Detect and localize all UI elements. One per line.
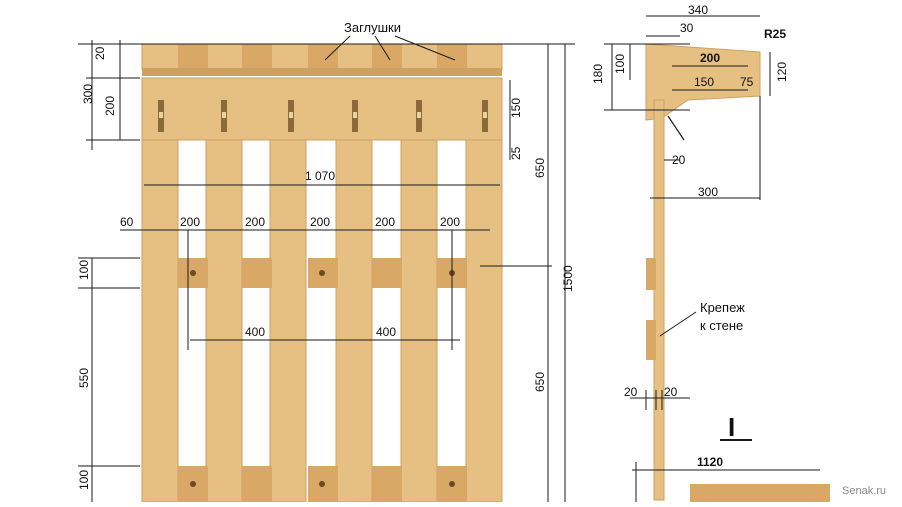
cap-block (178, 44, 208, 70)
front-dimension-lines (78, 40, 575, 502)
dim-top-20: 20 (93, 46, 107, 60)
bottom-blocks (178, 466, 467, 502)
slat (335, 139, 373, 503)
dim-side-100: 100 (613, 54, 627, 74)
top-beam (141, 43, 503, 76)
coat-hook-icon (158, 100, 164, 132)
section-mark: I (728, 412, 735, 442)
dim-left-300: 300 (81, 84, 95, 104)
dim-right-150: 150 (509, 98, 523, 118)
slat (465, 139, 503, 503)
caps-label: Заглушки (344, 20, 401, 35)
cap-block (242, 44, 272, 70)
dim-left-100-a: 100 (77, 260, 91, 280)
dim-side-20-c: 20 (664, 385, 678, 399)
shelf-bracket (645, 43, 761, 121)
dim-side-120: 120 (775, 62, 789, 82)
dim-side-75: 75 (740, 75, 754, 89)
dim-side-340: 340 (688, 3, 708, 17)
cap-block (372, 44, 402, 70)
coat-hook-icon (221, 100, 227, 132)
dim-bottom-1120: 1120 (697, 455, 723, 469)
middle-blocks (178, 258, 467, 288)
side-dimension-lines (604, 15, 771, 410)
coat-hook-icon (482, 100, 488, 132)
vertical-slats (141, 139, 503, 503)
dim-right-650-bot: 650 (533, 372, 547, 392)
coat-hook-icon (416, 100, 422, 132)
dim-gap-200-1: 200 (180, 215, 200, 229)
dim-right-25: 25 (509, 146, 523, 160)
mount-label-line1: Крепеж (700, 300, 745, 315)
slat (205, 139, 243, 503)
dim-left-100-b: 100 (77, 470, 91, 490)
dim-side-200: 200 (700, 51, 720, 65)
dim-side-30: 30 (680, 21, 694, 35)
slat (269, 139, 307, 503)
dim-gap-200-2: 200 (245, 215, 265, 229)
cap-block (308, 44, 338, 70)
dim-gap-200-5: 200 (440, 215, 460, 229)
dim-side-180: 180 (591, 64, 605, 84)
dim-side-150: 150 (694, 75, 714, 89)
dim-side-20-a: 20 (672, 153, 686, 167)
dim-width-1070: 1 070 (305, 169, 335, 183)
mount-label-line2: к стене (700, 318, 743, 333)
coat-hook-icon (352, 100, 358, 132)
coat-hook-icon (288, 100, 294, 132)
dim-gap-200-3: 200 (310, 215, 330, 229)
slat (400, 139, 438, 503)
dim-gap-200-4: 200 (375, 215, 395, 229)
dim-left-550: 550 (77, 368, 91, 388)
dim-gap-60: 60 (120, 215, 134, 229)
hook-board (141, 77, 503, 141)
side-view (645, 43, 761, 501)
dim-left-200: 200 (103, 96, 117, 116)
dim-right-650-top: 650 (533, 158, 547, 178)
caps-leaders (324, 35, 456, 61)
dim-side-300: 300 (698, 185, 718, 199)
dim-right-1500: 1500 (561, 265, 575, 292)
slat (141, 139, 179, 503)
dim-side-20-b: 20 (624, 385, 638, 399)
watermark: Senak.ru (842, 485, 886, 497)
dim-side-r25: R25 (764, 27, 786, 41)
cap-block (437, 44, 467, 70)
dim-center-400-2: 400 (376, 325, 396, 339)
side-post (653, 99, 665, 501)
dim-center-400-1: 400 (245, 325, 265, 339)
